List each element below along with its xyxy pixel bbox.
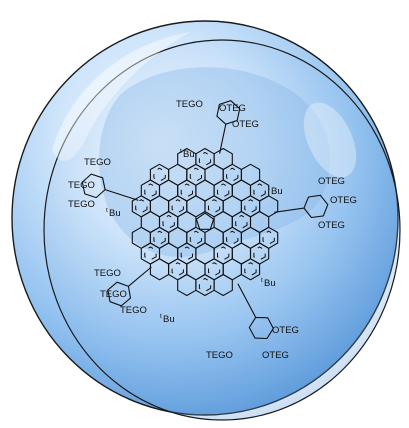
label-tego-bottom: TEGO — [206, 350, 233, 361]
label-oteg-top-1: OTEG — [219, 103, 246, 114]
label-tbu-right-t: t — [268, 185, 270, 192]
aryl-top-ring — [216, 100, 241, 125]
aryl-right-ring — [303, 194, 329, 219]
aryl-top-bond — [219, 124, 227, 154]
aryl-bottom-bond — [237, 283, 257, 318]
label-oteg-right-2: OTEG — [330, 195, 357, 206]
label-tbu-top-t: t — [180, 148, 182, 155]
label-tbu-right: Bu — [271, 186, 283, 197]
label-tbu-left: Bu — [109, 208, 121, 219]
label-oteg-top-2: OTEG — [232, 119, 259, 130]
label-tego-top: TEGO — [176, 99, 203, 110]
aromatic-ring-51 — [259, 226, 279, 249]
label-oteg-bottom-2: OTEG — [262, 350, 289, 361]
aromatic-ring-54 — [259, 195, 279, 218]
sphere-gloss — [303, 102, 357, 178]
aryl-bottom-ring — [248, 316, 274, 340]
inner-sphere — [43, 39, 401, 421]
aryl-lower-left-ring — [107, 281, 132, 307]
aryl-lower-left-bond — [128, 266, 152, 287]
aryl-right-bond — [274, 207, 305, 213]
label-tbu-lowerright: Bu — [264, 278, 276, 289]
label-tbu-left-t: t — [106, 207, 108, 214]
molecule — [81, 100, 329, 340]
central-pentagon-ring — [195, 212, 215, 230]
label-tbu-bottom: Bu — [163, 314, 175, 325]
label-tego-left-1: TEGO — [84, 157, 111, 168]
molecule-labels: TEGO OTEG OTEG TEGO TEGO TEGO OTEG OTEG … — [68, 99, 357, 361]
aryl-left-ring — [81, 173, 106, 199]
label-tbu-top: Bu — [183, 149, 195, 160]
label-tego-left-3: TEGO — [68, 199, 95, 210]
label-tego-lowerleft-1: TEGO — [94, 268, 121, 279]
aryl-left-bond — [104, 189, 139, 201]
label-oteg-bottom-1: OTEG — [272, 325, 299, 336]
label-tbu-bottom-t: t — [160, 313, 162, 320]
label-oteg-right-1: OTEG — [318, 176, 345, 187]
label-oteg-right-3: OTEG — [318, 220, 345, 231]
label-tego-lowerleft-2: TEGO — [100, 289, 127, 300]
sphere-highlight — [52, 32, 190, 161]
label-tego-left-2: TEGO — [68, 180, 95, 191]
label-tbu-lowerright-t: t — [261, 277, 263, 284]
label-tego-lowerleft-3: TEGO — [120, 305, 147, 316]
